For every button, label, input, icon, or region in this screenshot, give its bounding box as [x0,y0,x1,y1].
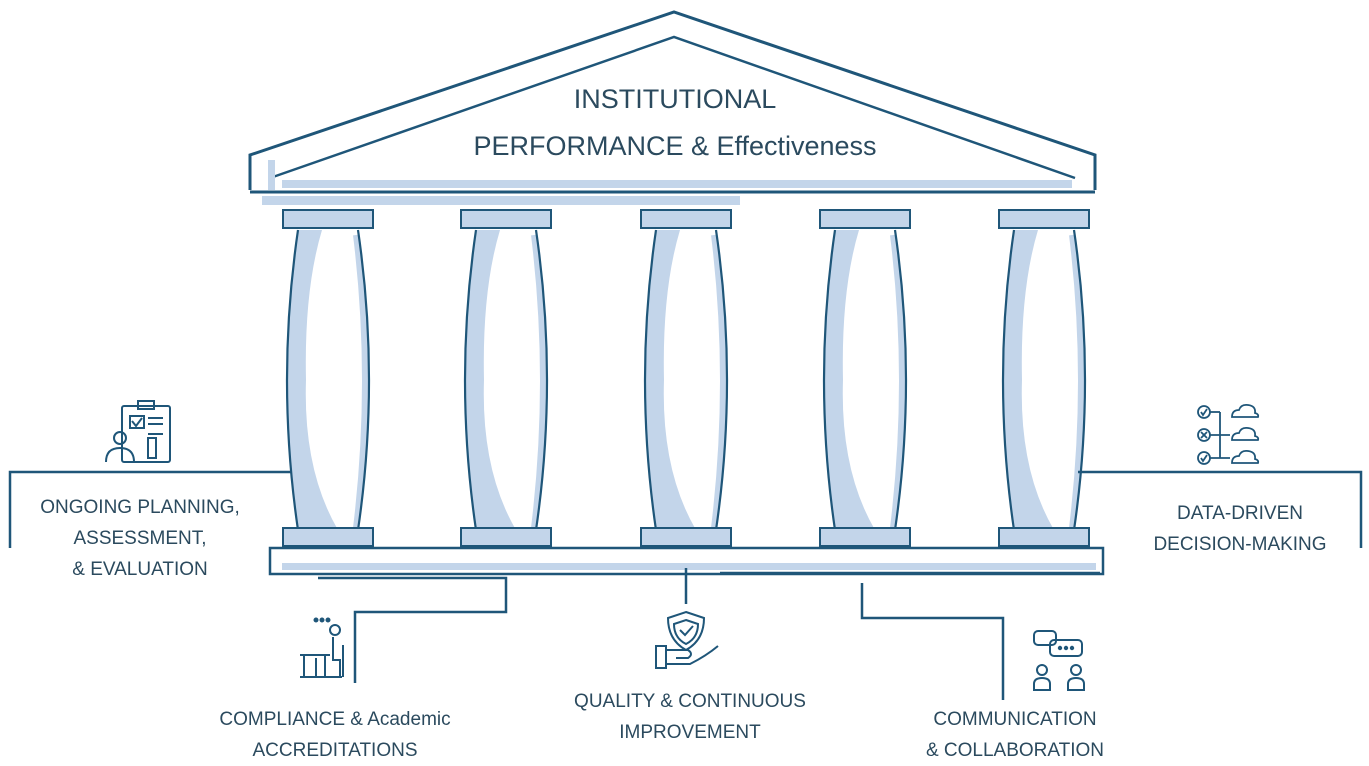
pillar-label-planning-line-2: ASSESSMENT, [73,528,207,549]
pillar-label-communication: COMMUNICATION & COLLABORATION [880,704,1150,766]
diagram-title-line-1: INSTITUTIONAL [573,84,777,114]
pediment [248,10,1097,205]
desk-worker-icon [300,617,344,678]
pillar-label-planning-line-3: & EVALUATION [72,559,208,580]
chat-people-icon [1033,630,1085,691]
pillar-label-planning: ONGOING PLANNING, ASSESSMENT, & EVALUATI… [0,492,280,585]
data-cloud-checklist-icon [1197,403,1260,465]
column-1 [283,210,373,546]
column-4 [820,210,910,546]
pillar-label-compliance: COMPLIANCE & Academic ACCREDITATIONS [180,704,490,766]
column-5 [999,210,1089,546]
diagram-title-line-2: PERFORMANCE & Effectiveness [473,131,877,161]
connector-lines [8,470,1363,700]
pillar-label-quality: QUALITY & CONTINUOUS IMPROVEMENT [540,686,840,748]
shield-hand-icon [655,610,719,669]
pillar-label-communication-line-2: & COLLABORATION [925,740,1105,761]
pillar-label-quality-line-2: IMPROVEMENT [619,722,761,743]
pillar-label-data-driven-line-1: DATA-DRIVEN [1177,503,1303,524]
pillar-label-compliance-line-2: ACCREDITATIONS [252,740,418,761]
pillar-label-data-driven: DATA-DRIVEN DECISION-MAKING [1120,498,1360,560]
pillar-label-data-driven-line-2: DECISION-MAKING [1153,534,1327,555]
planning-clipboard-icon [105,400,171,463]
column-2 [461,210,551,546]
pillar-label-compliance-line-1: COMPLIANCE & Academic [219,709,451,730]
column-3 [641,210,731,546]
pillar-label-communication-line-1: COMMUNICATION [933,709,1097,730]
pillar-label-quality-line-1: QUALITY & CONTINUOUS [574,691,806,712]
pillar-label-planning-line-1: ONGOING PLANNING, [40,497,240,518]
